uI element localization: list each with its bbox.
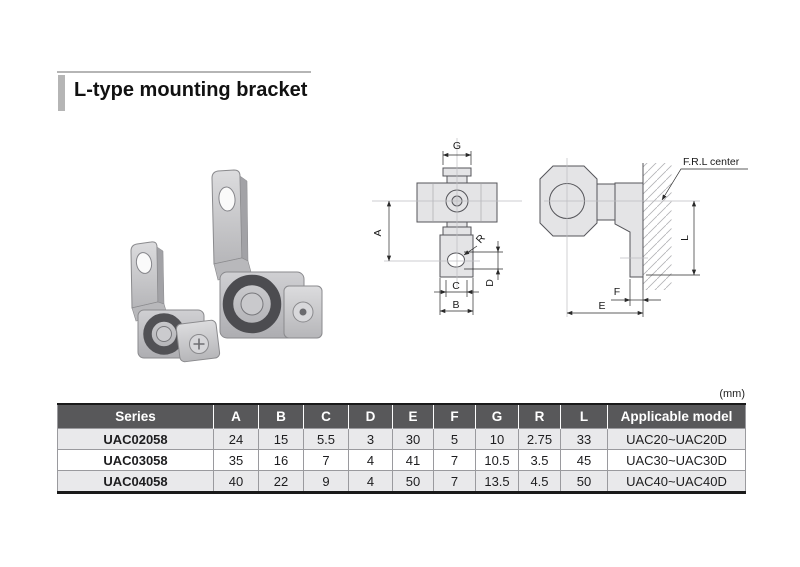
front-dimensions xyxy=(386,151,503,315)
col-header-model: Applicable model xyxy=(607,404,746,429)
dim-label-c: C xyxy=(452,280,460,292)
dim-label-e: E xyxy=(598,300,605,312)
side-dimensions xyxy=(566,168,748,317)
cell-g: 13.5 xyxy=(475,470,519,493)
col-header-series: Series xyxy=(57,404,214,429)
cell-b: 22 xyxy=(258,470,304,493)
cell-l: 33 xyxy=(560,428,608,450)
wall-hatching xyxy=(642,163,672,290)
cell-d: 4 xyxy=(348,449,393,471)
bracket-large xyxy=(211,169,323,339)
dim-label-d: D xyxy=(484,279,496,287)
product-photo-illustration xyxy=(130,169,323,363)
unit-label: (mm) xyxy=(719,388,745,400)
cell-model: UAC40~UAC40D xyxy=(607,470,746,493)
title-block: L-type mounting bracket xyxy=(57,71,311,111)
cell-f: 5 xyxy=(433,428,476,450)
spec-table: Series A B C D E F G R L Applicable mode… xyxy=(57,403,746,494)
cell-l: 45 xyxy=(560,449,608,471)
cell-b: 16 xyxy=(258,449,304,471)
dim-label-l: L xyxy=(679,235,691,241)
dim-label-f: F xyxy=(614,286,620,298)
cell-c: 9 xyxy=(303,470,349,493)
table-header-row: Series A B C D E F G R L Applicable mode… xyxy=(57,404,746,429)
cell-d: 3 xyxy=(348,428,393,450)
cell-e: 30 xyxy=(392,428,434,450)
cell-g: 10 xyxy=(475,428,519,450)
col-header-b: B xyxy=(258,404,304,429)
product-photo xyxy=(88,158,350,395)
cell-model: UAC30~UAC30D xyxy=(607,449,746,471)
col-header-r: R xyxy=(518,404,561,429)
cell-r: 2.75 xyxy=(518,428,561,450)
bracket-small xyxy=(130,241,221,363)
dim-label-g: G xyxy=(453,140,461,152)
cell-c: 7 xyxy=(303,449,349,471)
cell-a: 40 xyxy=(213,470,259,493)
table-row: UAC02058 24 15 5.5 3 30 5 10 2.75 33 UAC… xyxy=(57,428,746,450)
col-header-c: C xyxy=(303,404,349,429)
cell-e: 41 xyxy=(392,449,434,471)
dim-label-a: A xyxy=(372,229,384,236)
dim-label-r: R xyxy=(474,232,488,246)
cell-a: 24 xyxy=(213,428,259,450)
col-header-l: L xyxy=(560,404,608,429)
col-header-d: D xyxy=(348,404,393,429)
title-accent-bar xyxy=(58,75,65,111)
table-row: UAC04058 40 22 9 4 50 7 13.5 4.5 50 UAC4… xyxy=(57,470,746,493)
technical-drawing: G A R C B D xyxy=(360,130,760,355)
cell-series: UAC04058 xyxy=(57,470,214,493)
col-header-a: A xyxy=(213,404,259,429)
cell-model: UAC20~UAC20D xyxy=(607,428,746,450)
page-title: L-type mounting bracket xyxy=(74,79,308,101)
cell-g: 10.5 xyxy=(475,449,519,471)
front-centerlines xyxy=(372,138,522,288)
cell-r: 4.5 xyxy=(518,470,561,493)
cell-e: 50 xyxy=(392,470,434,493)
cell-c: 5.5 xyxy=(303,428,349,450)
cell-series: UAC02058 xyxy=(57,428,214,450)
dim-label-b: B xyxy=(452,299,459,311)
cell-d: 4 xyxy=(348,470,393,493)
side-centerlines xyxy=(544,158,700,317)
table-row: UAC03058 35 16 7 4 41 7 10.5 3.5 45 UAC3… xyxy=(57,449,746,471)
frl-center-label: F.R.L center xyxy=(683,156,740,168)
cell-b: 15 xyxy=(258,428,304,450)
cell-a: 35 xyxy=(213,449,259,471)
cell-f: 7 xyxy=(433,470,476,493)
side-view xyxy=(539,165,644,278)
cell-l: 50 xyxy=(560,470,608,493)
cell-series: UAC03058 xyxy=(57,449,214,471)
col-header-f: F xyxy=(433,404,476,429)
cell-f: 7 xyxy=(433,449,476,471)
col-header-e: E xyxy=(392,404,434,429)
col-header-g: G xyxy=(475,404,519,429)
technical-drawing-svg: G A R C B D xyxy=(372,138,748,317)
cell-r: 3.5 xyxy=(518,449,561,471)
